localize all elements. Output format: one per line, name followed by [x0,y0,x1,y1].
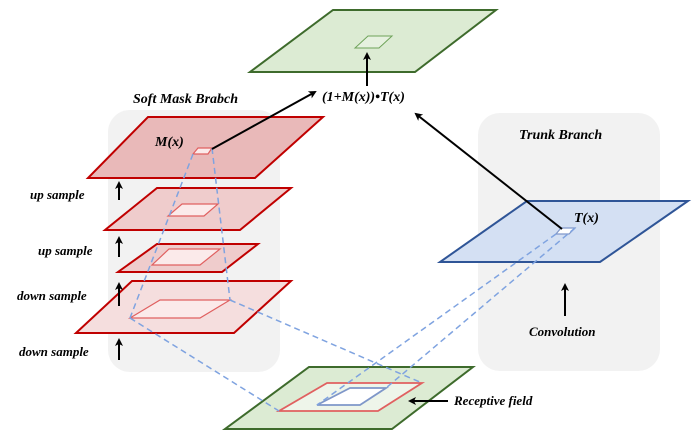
trunk-to-formula-arrow [414,112,563,230]
mask-dash-bottom-right [229,299,423,384]
mask-dash-right [211,147,231,301]
trunk-label: T(x) [574,211,599,226]
trunk-dash-right [385,227,576,389]
sample-label-4: down sample [19,344,89,359]
mask-label: M(x) [154,135,184,150]
trunk-title: Trunk Branch [519,128,602,143]
mask-cell [191,147,214,155]
receptive-field-label: Receptive field [453,393,533,408]
sample-label-1: up sample [30,187,85,202]
output-formula: (1+M(x))•T(x) [322,90,405,105]
trunk-cell [554,227,577,235]
output-cell [353,35,394,49]
mask-layer-4-region [127,299,233,319]
sample-label-2: up sample [38,243,93,258]
sample-label-3: down sample [17,288,87,303]
mask-to-formula-arrow [211,91,317,150]
mask-layer-3-region [150,248,222,266]
soft-mask-title: Soft Mask Brabch [133,92,238,107]
trunk-receptive-rect [316,387,390,406]
convolution-label: Convolution [529,324,595,339]
mask-layer-2-region [166,203,220,217]
trunk-dash-left [316,233,557,406]
